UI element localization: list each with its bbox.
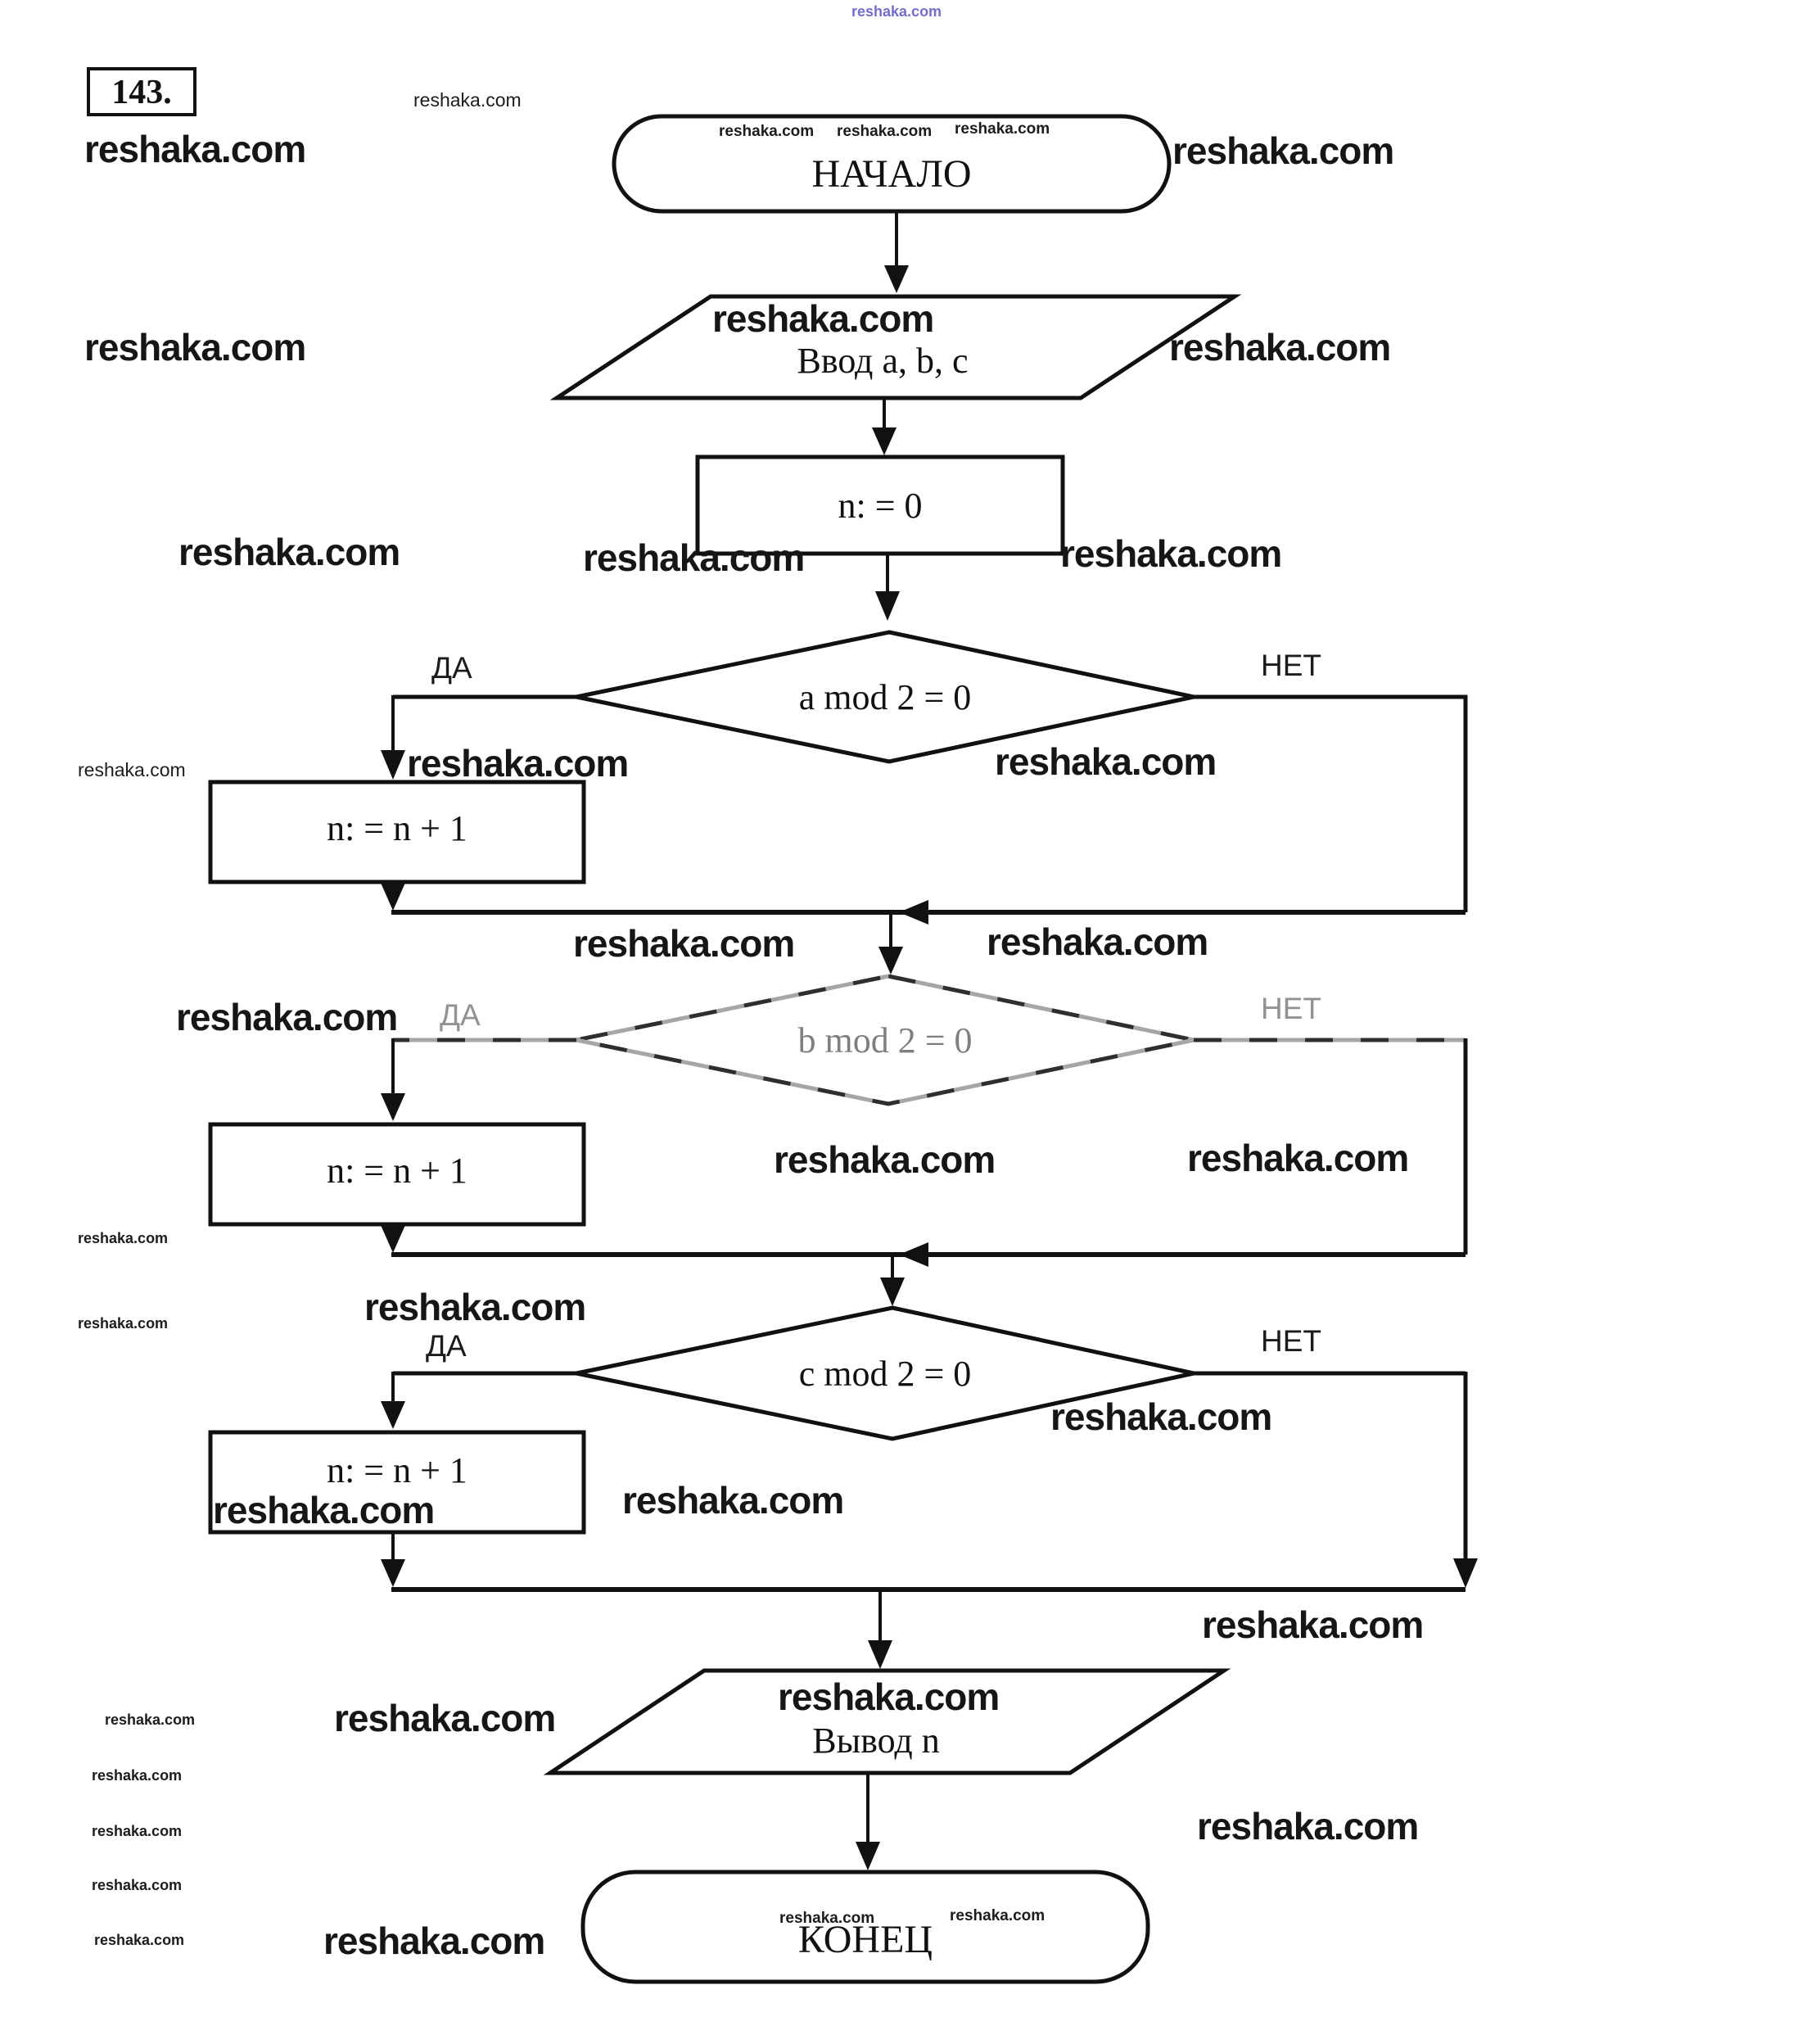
arrowhead-left-icon	[899, 900, 928, 925]
watermark: reshaka.com	[1050, 1395, 1271, 1438]
watermark: reshaka.com	[323, 1920, 544, 1962]
watermark: reshaka.com	[987, 920, 1208, 963]
watermark: reshaka.com	[1169, 326, 1390, 369]
arrowhead-down-icon	[875, 591, 900, 621]
watermark: reshaka.com	[955, 120, 1050, 138]
arrowhead-down-icon	[868, 1640, 892, 1669]
watermark: reshaka.com	[78, 1230, 168, 1246]
watermark: reshaka.com	[334, 1697, 555, 1739]
arrowhead-left-icon	[899, 1242, 928, 1267]
watermark: reshaka.com	[78, 1315, 168, 1332]
watermark: reshaka.com	[1202, 1603, 1423, 1646]
increment-b-label: n: = n + 1	[327, 1151, 467, 1191]
decision-a-diamond	[576, 630, 1195, 764]
decision-c-condition: c mod 2 = 0	[799, 1354, 972, 1394]
arrowhead-down-icon	[872, 427, 896, 455]
watermark: reshaka.com	[712, 297, 933, 340]
watermark: reshaka.com	[995, 740, 1216, 783]
watermark: reshaka.com	[92, 1877, 182, 1893]
watermark: reshaka.com	[1172, 129, 1393, 172]
increment-c-label: n: = n + 1	[327, 1450, 467, 1490]
decision-c-yes-label: ДА	[426, 1329, 467, 1363]
input-parallelogram	[549, 294, 1242, 400]
decision-c-diamond	[576, 1305, 1195, 1441]
watermark: reshaka.com	[573, 922, 794, 965]
watermark: reshaka.com	[84, 326, 305, 369]
watermark: reshaka.com	[774, 1138, 995, 1181]
output-parallelogram	[543, 1668, 1231, 1775]
arrowhead-down-icon	[381, 1559, 405, 1587]
increment-c-process-box	[208, 1430, 586, 1535]
arrowhead-down-icon	[856, 1842, 880, 1870]
decision-b-diamond-overlay	[576, 974, 1195, 1106]
watermark: reshaka.com	[407, 742, 628, 785]
watermark: reshaka.com	[950, 1907, 1045, 1924]
watermark: reshaka.com	[176, 996, 397, 1038]
watermark: reshaka.com	[84, 128, 305, 170]
flow-line	[1194, 694, 1468, 912]
end-label: КОНЕЦ	[798, 1918, 933, 1961]
problem-number-box	[87, 67, 196, 116]
decision-a-condition: a mod 2 = 0	[799, 677, 972, 717]
arrowhead-down-icon	[381, 883, 405, 911]
watermark: reshaka.com	[779, 1910, 874, 1927]
watermark: reshaka.com	[94, 1932, 184, 1948]
watermark: reshaka.com	[78, 759, 186, 780]
watermark: reshaka.com	[105, 1712, 195, 1728]
watermark: reshaka.com	[92, 1767, 182, 1784]
init-process-box	[695, 454, 1065, 556]
watermark: reshaka.com	[1187, 1137, 1408, 1179]
output-label: Вывод n	[812, 1721, 940, 1761]
problem-number: 143.	[111, 74, 172, 111]
watermark: reshaka.com	[1060, 532, 1281, 575]
watermark: reshaka.com	[1197, 1805, 1418, 1847]
watermark: reshaka.com	[583, 536, 804, 579]
arrowhead-down-icon	[1453, 1558, 1478, 1588]
decision-b-yes-label: ДА	[440, 998, 481, 1032]
watermark: reshaka.com	[719, 123, 814, 140]
watermark: reshaka.com	[92, 1823, 182, 1839]
decision-a-no-label: НЕТ	[1261, 649, 1321, 682]
input-label: Ввод a, b, c	[797, 341, 969, 381]
decision-b-no-label: НЕТ	[1261, 992, 1321, 1025]
watermark: reshaka.com	[837, 123, 932, 140]
arrowhead-down-icon	[878, 947, 903, 975]
arrowhead-down-icon	[381, 1401, 405, 1429]
arrowhead-down-icon	[381, 1093, 405, 1121]
watermark: reshaka.com	[364, 1286, 585, 1328]
arrowhead-down-icon	[381, 750, 405, 780]
arrowhead-down-icon	[880, 1278, 905, 1306]
watermark: reshaka.com	[413, 89, 522, 111]
arrowhead-down-icon	[381, 1225, 405, 1253]
decision-c-no-label: НЕТ	[1261, 1324, 1321, 1358]
watermark: reshaka.com	[213, 1489, 434, 1531]
increment-a-process-box	[208, 780, 586, 884]
arrowhead-down-icon	[884, 265, 909, 293]
end-terminator	[580, 1870, 1150, 1984]
watermark: reshaka.com	[622, 1479, 843, 1522]
increment-b-process-box	[208, 1122, 586, 1227]
init-label: n: = 0	[838, 486, 922, 526]
watermark: reshaka.com	[178, 531, 400, 573]
increment-a-label: n: = n + 1	[327, 808, 467, 848]
watermark: reshaka.com	[851, 3, 942, 20]
start-terminator	[612, 114, 1172, 214]
decision-b-condition: b mod 2 = 0	[797, 1020, 972, 1060]
start-label: НАЧАЛО	[811, 152, 971, 196]
watermark: reshaka.com	[778, 1675, 999, 1718]
decision-a-yes-label: ДА	[431, 651, 472, 685]
